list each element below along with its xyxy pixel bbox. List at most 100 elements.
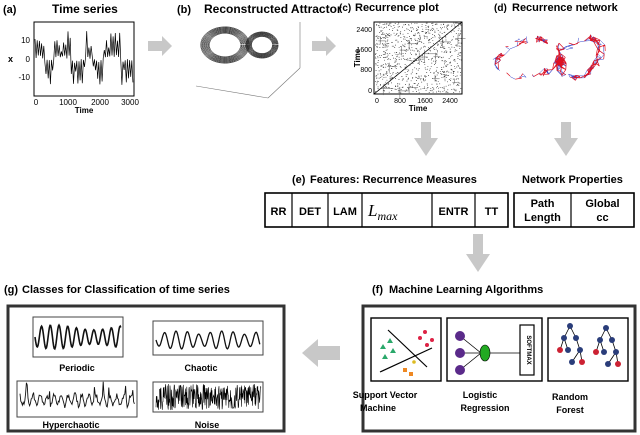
svm-hyperplane <box>387 329 428 368</box>
panel-c-xtick: 0 <box>375 98 379 105</box>
lorenz-attractor-curve-path <box>205 30 245 60</box>
ml-tag: (f) <box>372 284 383 296</box>
panel-c-ytick: 0 <box>368 88 372 95</box>
panel-d-title: Recurrence network <box>512 2 619 14</box>
panel-a-xlabel: Time <box>75 106 94 115</box>
arrow-features-to-ml <box>466 234 490 272</box>
recurrence-plot-dots-path <box>378 34 466 99</box>
ml-block: (f) Machine Learning Algorithms Support … <box>353 284 637 433</box>
ml-title: Machine Learning Algorithms <box>389 284 543 296</box>
classes-title: Classes for Classification of time serie… <box>22 284 230 296</box>
measure-lam: LAM <box>333 206 357 218</box>
panel-a-xtick: 0 <box>34 98 39 107</box>
class-chaotic-label: Chaotic <box>184 363 217 373</box>
tree-node <box>601 349 607 355</box>
global-cc-label-2: cc <box>596 212 608 224</box>
tree-node <box>609 337 615 343</box>
panel-a: (a) Time series x 10 0 -10 0 1000 2000 3… <box>3 2 139 115</box>
svm-label-2: Machine <box>360 403 396 413</box>
panel-b: (b) Reconstructed Attractor <box>177 2 342 99</box>
svm-point <box>380 344 386 349</box>
path-length-label-2: Length <box>524 212 561 224</box>
arrow-c-to-e <box>414 122 438 156</box>
lorenz-attractor-curve-path <box>249 34 275 56</box>
lorenz-attractor-curve-path <box>250 35 274 55</box>
path-length-label-1: Path <box>531 198 555 210</box>
svm-point <box>425 343 429 347</box>
tree-node <box>615 361 621 367</box>
network-properties-box <box>513 192 635 228</box>
global-cc-label-1: Global <box>585 198 619 210</box>
tree-node <box>579 359 585 365</box>
svm-point <box>430 338 434 342</box>
panel-a-frame <box>33 21 135 97</box>
svm-hyperplane <box>379 347 433 373</box>
noise-signal-path <box>155 383 262 411</box>
random-forest-trees-path <box>595 327 619 365</box>
class-hyperchaotic-label: Hyperchaotic <box>42 420 99 430</box>
arrow-ml-to-classes <box>302 339 340 367</box>
lorenz-attractor-curve-path <box>207 32 243 58</box>
svm-label-1: Support Vector <box>353 390 418 400</box>
tree-node <box>567 323 573 329</box>
hyperchaotic-signal-path <box>19 381 135 410</box>
tree-node <box>593 349 599 355</box>
lorenz-attractor-curve-path <box>250 35 274 55</box>
tree-node <box>613 349 619 355</box>
tree-node <box>561 335 567 341</box>
svm-point <box>418 336 422 340</box>
svm-point <box>390 348 396 353</box>
time-series-line <box>34 31 134 85</box>
panel-d-tag: (d) <box>494 3 507 14</box>
panel-c-ylabel: Time <box>353 48 362 67</box>
tree-node <box>597 337 603 343</box>
classes-tag: (g) <box>4 284 18 296</box>
recurrence-network-graph <box>492 34 606 81</box>
panel-b-title: Reconstructed Attractor <box>204 2 342 16</box>
lorenz-attractor-curve-path <box>207 31 243 59</box>
panel-a-ytick: 0 <box>26 55 31 64</box>
arrow-a-to-b <box>148 36 172 56</box>
network-properties-block: Network Properties Path Length Global cc <box>513 174 635 228</box>
tree-node <box>603 325 609 331</box>
tree-node <box>577 347 583 353</box>
periodic-signal <box>34 323 122 351</box>
panel-c: (c) Recurrence plot Time 2400 1600 800 0… <box>339 2 466 113</box>
panel-a-title: Time series <box>52 2 118 16</box>
panel-a-ylabel: x <box>8 54 13 64</box>
lorenz-attractor-curve-path <box>246 32 278 58</box>
panel-d: (d) Recurrence network <box>492 2 619 81</box>
class-periodic-label: Periodic <box>59 363 95 373</box>
tree-node <box>605 361 611 367</box>
lorenz-attractor-curve-path <box>248 34 276 56</box>
panel-c-ytick: 2400 <box>356 27 372 34</box>
lorenz-attractor-curve-path <box>248 33 276 57</box>
lorenz-attractor-curve-path <box>247 33 277 57</box>
random-forest-trees <box>557 323 621 367</box>
lorenz-attractor-curve-path <box>245 31 279 59</box>
lorenz-attractor-curve-path <box>204 29 246 61</box>
lorenz-attractor-curve-path <box>247 33 277 57</box>
panel-a-ytick: -10 <box>18 73 30 82</box>
lorenz-attractor-curve-path <box>205 30 245 60</box>
panel-c-xlabel: Time <box>409 104 428 113</box>
svm-data-points <box>380 330 434 376</box>
panel-b-tag: (b) <box>177 4 191 16</box>
svm-point <box>403 368 407 372</box>
panel-c-ytick: 800 <box>360 67 372 74</box>
panel-c-xtick: 1600 <box>417 98 433 105</box>
panel-c-tag: (c) <box>339 3 351 14</box>
lorenz-attractor-curve-path <box>200 26 250 64</box>
lorenz-attractor-curve-path <box>209 33 241 57</box>
features-tag: (e) <box>292 174 306 186</box>
forest-label-1: Random <box>552 392 588 402</box>
lorenz-attractor-curve-path <box>246 32 278 58</box>
features-title: Features: Recurrence Measures <box>310 174 477 186</box>
panel-c-xtick: 800 <box>394 98 406 105</box>
softmax-box <box>519 324 535 376</box>
tree-node <box>569 359 575 365</box>
recurrence-network-graph-path <box>494 34 606 81</box>
panel-a-ytick: 10 <box>21 36 30 45</box>
lorenz-attractor-curve <box>200 26 279 64</box>
logistic-label-2: Regression <box>460 403 509 413</box>
